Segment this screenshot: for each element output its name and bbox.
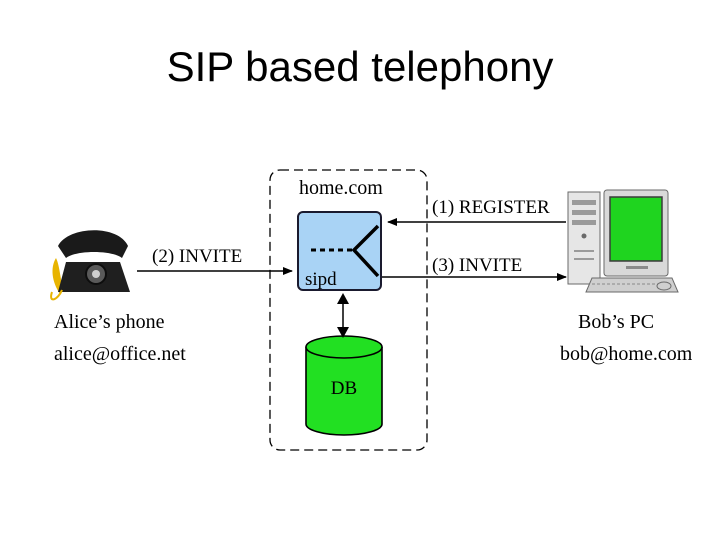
- bob-address: bob@home.com: [560, 343, 693, 365]
- slide-title: SIP based telephony: [166, 43, 554, 90]
- domain-boundary: [269, 169, 428, 451]
- alice-address: alice@office.net: [54, 343, 186, 365]
- telephone-icon: [50, 230, 130, 301]
- computer-icon: [567, 189, 679, 293]
- server-label: sipd: [305, 269, 337, 290]
- alice-name: Alice’s phone: [54, 311, 165, 333]
- bob-name: Bob’s PC: [578, 311, 654, 333]
- invite-alice-label: (2) INVITE: [152, 246, 242, 267]
- domain-label: home.com: [299, 177, 383, 199]
- server-db-arrow: [337, 293, 349, 338]
- sipd-server: sipd: [297, 211, 382, 291]
- db-label: DB: [331, 378, 357, 399]
- register-label: (1) REGISTER: [432, 197, 550, 218]
- invite-bob-label: (3) INVITE: [432, 255, 522, 276]
- database: DB: [305, 335, 383, 436]
